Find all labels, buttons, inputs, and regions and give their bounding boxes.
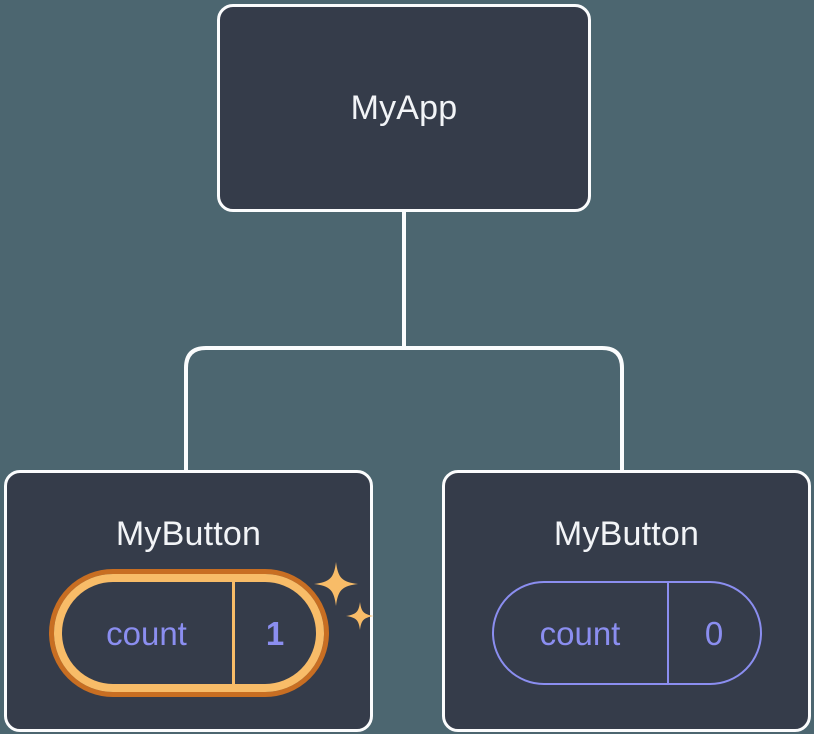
state-value-label: 1 — [231, 582, 316, 684]
node-mybutton-left[interactable]: MyButton count 1 — [4, 470, 374, 732]
node-mybutton-right-label: MyButton — [553, 515, 700, 553]
node-mybutton-right[interactable]: MyButton count 0 — [442, 470, 811, 732]
state-pill-plain[interactable]: count 0 — [491, 581, 762, 685]
node-myapp[interactable]: MyApp — [217, 4, 591, 212]
state-key-label: count — [539, 614, 621, 652]
state-key-label: count — [106, 614, 187, 652]
state-value-label: 0 — [666, 583, 760, 683]
connector-branch-bar — [184, 346, 624, 472]
state-pill-inner-ring: count 1 — [53, 574, 324, 692]
node-mybutton-left-label: MyButton — [115, 515, 262, 553]
node-myapp-label: MyApp — [350, 89, 458, 127]
state-pill-highlighted[interactable]: count 1 — [48, 562, 374, 697]
